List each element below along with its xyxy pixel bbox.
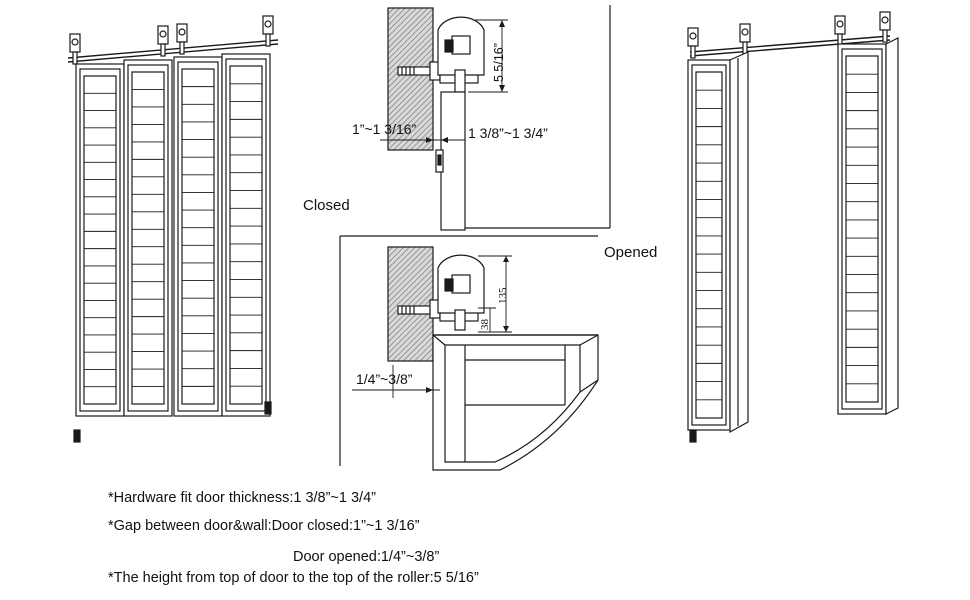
note-door-thickness: *Hardware fit door thickness:1 3/8”~1 3/…: [108, 490, 376, 506]
gap-closed-dimension: 1”~1 3/16”: [352, 121, 417, 137]
roller-height-dimension: 5 5/16”: [492, 43, 506, 82]
note-gap-opened: Door opened:1/4”~3/8”: [293, 549, 440, 565]
closed-detail-drawing: [380, 5, 611, 231]
door-panel: [75, 63, 125, 417]
door-panel: [173, 56, 223, 417]
closed-label: Closed: [303, 197, 350, 214]
mm-135-dimension: 135: [497, 287, 509, 305]
hanger-roller: [739, 23, 751, 43]
note-gap-closed: *Gap between door&wall:Door closed:1”~1 …: [108, 518, 420, 534]
track-rail: [689, 35, 891, 53]
hanger-roller: [879, 11, 891, 31]
opened-doors-drawing: [687, 11, 899, 443]
hanger-roller: [687, 27, 699, 47]
track-rail: [67, 39, 279, 59]
door-panel: [123, 59, 173, 417]
hanger-roller: [69, 33, 81, 53]
gap-opened-dimension: 1/4”~3/8”: [356, 371, 413, 387]
door-thickness-dimension: 1 3/8”~1 3/4”: [468, 125, 548, 141]
hanger-roller: [176, 23, 188, 43]
opened-label: Opened: [604, 244, 658, 261]
door-panel: [687, 59, 731, 431]
note-roller-height: *The height from top of door to the top …: [108, 570, 479, 586]
mm-38-dimension: 38: [479, 319, 491, 330]
door-panel: [837, 43, 887, 415]
hanger-roller: [834, 15, 846, 35]
closed-doors-drawing: [67, 15, 279, 443]
door-panel: [221, 53, 271, 417]
hanger-roller: [157, 25, 169, 45]
hanger-roller: [262, 15, 274, 35]
opened-detail-drawing: [339, 235, 599, 471]
